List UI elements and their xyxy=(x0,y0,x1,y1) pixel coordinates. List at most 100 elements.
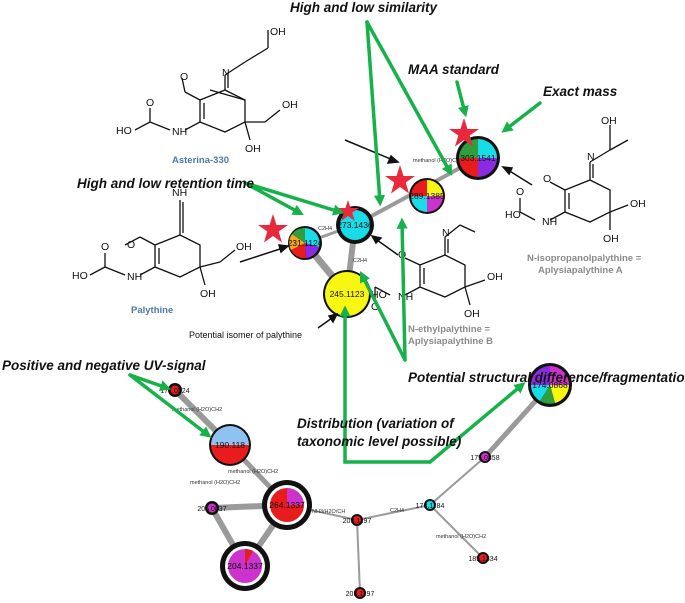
node-177[interactable]: 177.0524 xyxy=(160,383,190,397)
edge-labels: methanol (H2O)CH2 C2H4 C2H4 methanol (H2… xyxy=(172,158,486,540)
node-206[interactable]: 206.0637 xyxy=(197,501,227,515)
atom-o: O xyxy=(180,71,188,83)
arrow-similarity-left xyxy=(365,20,386,207)
atom-nh: NH xyxy=(127,271,142,283)
node-label-303: 303.1541 xyxy=(460,153,496,163)
callout-structural: Potential structural difference/fragment… xyxy=(408,370,685,385)
atom-o2: O xyxy=(101,241,109,253)
atom-o2: O xyxy=(371,301,379,313)
atom-ho: HO xyxy=(505,209,521,221)
callout-retention: High and low retention time xyxy=(77,176,254,191)
atom-oh2: OH xyxy=(282,99,298,111)
structure-ethylpalythine xyxy=(374,224,486,306)
node-174[interactable]: 174.0868 xyxy=(528,363,572,407)
arrow-head-icon xyxy=(386,154,400,164)
arrow-structural-right xyxy=(396,217,408,362)
node-label-206: 206.0637 xyxy=(197,506,226,513)
node-264[interactable]: 264.1337 xyxy=(262,480,312,530)
atom-oh: OH xyxy=(236,241,252,253)
node-204[interactable]: 204.1337 xyxy=(220,541,270,591)
node-173[interactable]: 173.1184 xyxy=(416,499,445,511)
edge-203-203 xyxy=(356,519,361,594)
atom-oh3: OH xyxy=(245,143,261,155)
compound-name-ethyl-2: Aplysiapalythine B xyxy=(408,336,493,347)
isomer-note: Potential isomer of palythine xyxy=(189,330,302,340)
edge-label-173-185: methanol (H2O)CH2 xyxy=(436,534,486,540)
arrow-maa xyxy=(455,80,469,118)
node-label-203-bottom: 203.1197 xyxy=(346,591,375,598)
atom-oh: OH xyxy=(487,271,503,283)
star-icon xyxy=(258,214,288,243)
atom-oh2: OH xyxy=(630,198,646,210)
compound-name-isopropanol-2: Aplysiapalythine A xyxy=(538,265,623,276)
node-label-231: 245.1123 xyxy=(330,289,365,299)
callout-uv: Positive and negative UV-signal xyxy=(2,358,206,373)
edge-label-177-190: methanol (H2O)CH2 xyxy=(172,407,222,413)
atom-o: O xyxy=(543,173,551,185)
structure-asterina-labels: OH N O NH HO O OH OH Asterina-330 xyxy=(116,26,298,166)
structure-palythine xyxy=(89,200,236,286)
node-label-245: 231.1124 xyxy=(288,238,323,248)
arrow-distribution-left xyxy=(339,305,432,464)
green-arrows xyxy=(128,20,542,464)
node-303[interactable]: 303.1541 xyxy=(456,136,500,180)
atom-imine: NH xyxy=(172,187,187,199)
arrow-isopropanol xyxy=(507,169,533,186)
atom-oh2: OH xyxy=(200,288,216,300)
arrow-head-icon xyxy=(370,234,383,245)
arrow-isomer xyxy=(317,317,333,329)
atom-nh: NH xyxy=(398,291,413,303)
arrow-uv-top xyxy=(128,373,172,392)
node-label-173: 173.1184 xyxy=(416,503,445,510)
edge-173-175 xyxy=(429,456,486,506)
atom-nh: NH xyxy=(172,126,187,138)
atom-oh2: OH xyxy=(464,308,480,320)
arrow-exact-mass xyxy=(501,101,542,133)
edge-label-190-264: methanol (H2O)CH2 xyxy=(228,469,278,475)
edge-label-273-231: C2H4 xyxy=(353,258,367,264)
atom-o2: O xyxy=(516,186,524,198)
edge-203-173 xyxy=(356,504,431,521)
structure-asterina-330 xyxy=(134,30,281,141)
compound-name-ethyl-1: N-ethylpalythine = xyxy=(408,324,491,335)
node-231[interactable]: 245.1123 xyxy=(323,270,371,318)
arrow-uv-bottom xyxy=(128,373,212,438)
edge-label-203-173: C2H4 xyxy=(390,508,404,514)
compound-name-palythine: Palythine xyxy=(131,305,173,316)
arrow-palythine xyxy=(239,247,284,263)
node-label-289: 289.1385 xyxy=(409,191,445,201)
arrow-retention-right xyxy=(243,181,345,216)
arrow-asterina xyxy=(344,139,394,161)
callout-distribution-2: taxonomic level possible) xyxy=(297,434,462,449)
node-label-185: 185.1334 xyxy=(468,556,497,563)
stars xyxy=(258,118,479,243)
network-nodes: 273.1436 231.1124 289.1385 xyxy=(160,136,572,599)
edge-label-245-273: C2H4 xyxy=(318,226,332,232)
node-185[interactable]: 185.1334 xyxy=(468,552,498,564)
node-label-264: 264.1337 xyxy=(269,500,305,510)
arrow-head-icon xyxy=(277,244,290,254)
arrow-head-icon xyxy=(501,166,514,176)
arrow-structural-left xyxy=(359,271,407,362)
node-289[interactable]: 289.1385 xyxy=(409,178,445,214)
node-203-top[interactable]: 203.1197 xyxy=(343,514,372,526)
node-label-175: 175.0858 xyxy=(470,455,499,462)
callouts: High and low similarity MAA standard Exa… xyxy=(2,0,685,449)
atom-nh: NH xyxy=(542,216,557,228)
node-175[interactable]: 175.0858 xyxy=(470,451,500,463)
atom-oh: OH xyxy=(601,115,617,127)
arrow-distribution-right xyxy=(428,382,526,464)
star-icon xyxy=(337,200,359,221)
star-icon xyxy=(385,165,415,194)
structure-ethylpalythine-labels: N O NH HO O OH OH N-ethylpalythine = Apl… xyxy=(371,227,503,347)
node-203-bottom[interactable]: 203.1197 xyxy=(346,587,375,599)
atom-n: N xyxy=(587,151,595,163)
node-190[interactable]: 190.118 xyxy=(209,424,251,466)
edge-label-264-203: NH3/H2O/CH xyxy=(312,509,345,515)
node-245[interactable]: 231.1124 xyxy=(288,226,323,260)
structure-isopropanolpalythine-labels: OH N O NH HO O OH OH N-isopropanolpalyth… xyxy=(505,115,646,276)
star-icon xyxy=(449,118,479,147)
node-label-190: 190.118 xyxy=(215,440,245,450)
callout-exact-mass: Exact mass xyxy=(543,84,618,99)
